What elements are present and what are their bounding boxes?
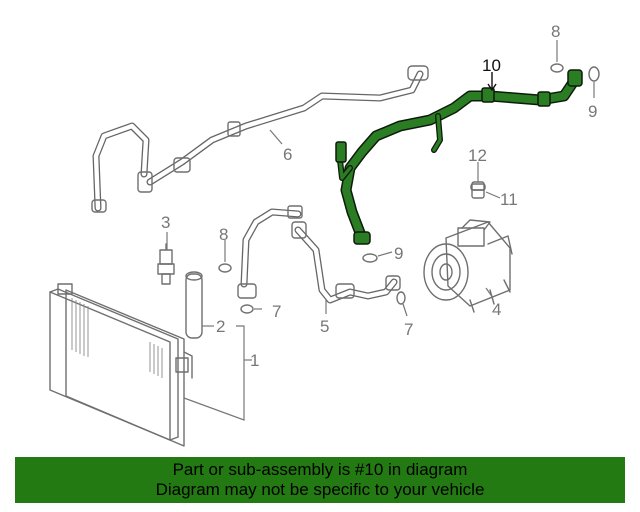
condenser-part-1 (49, 283, 193, 447)
receiver-drier-part-2 (185, 271, 203, 339)
callout-8-left: 8 (219, 225, 228, 244)
compressor-part-4 (423, 219, 513, 313)
callout-1: 1 (250, 351, 259, 370)
o-ring-part-8-top (550, 63, 564, 73)
o-ring-part-9-right (588, 66, 600, 82)
callout-12: 12 (468, 146, 487, 165)
callout-7-left: 7 (272, 302, 281, 321)
o-ring-part-7-left (240, 304, 254, 314)
pipe-part-6 (91, 65, 429, 213)
liquid-line-part-5 (237, 205, 401, 304)
pressure-switch-part-3 (157, 243, 175, 285)
callout-10: 10 (482, 56, 501, 75)
callouts: 1 2 3 4 5 6 7 7 8 8 9 9 10 11 12 (161, 22, 597, 370)
suction-hose-part-10 (335, 69, 583, 245)
callout-4: 4 (492, 300, 501, 319)
leader-lines (166, 40, 595, 421)
callout-8-top: 8 (551, 22, 560, 41)
callout-7-right: 7 (404, 320, 413, 339)
cap-part-12 (470, 183, 486, 191)
parts-diagram: 1 2 3 4 5 6 7 7 8 8 9 9 10 11 12 (49, 22, 600, 447)
banner-line-2: Diagram may not be specific to your vehi… (155, 480, 485, 499)
banner-line-1: Part or sub-assembly is #10 in diagram (172, 460, 468, 479)
info-banner: Part or sub-assembly is #10 in diagram D… (15, 457, 625, 503)
callout-2: 2 (216, 317, 225, 336)
callout-6: 6 (283, 145, 292, 164)
o-ring-part-7-right (396, 291, 406, 305)
callout-3: 3 (161, 213, 170, 232)
o-ring-part-8-left (218, 263, 232, 273)
callout-11: 11 (500, 190, 518, 209)
callout-9-mid: 9 (394, 244, 403, 263)
callout-5: 5 (320, 317, 329, 336)
o-ring-part-9-mid (362, 253, 378, 263)
callout-9-right: 9 (588, 102, 597, 121)
